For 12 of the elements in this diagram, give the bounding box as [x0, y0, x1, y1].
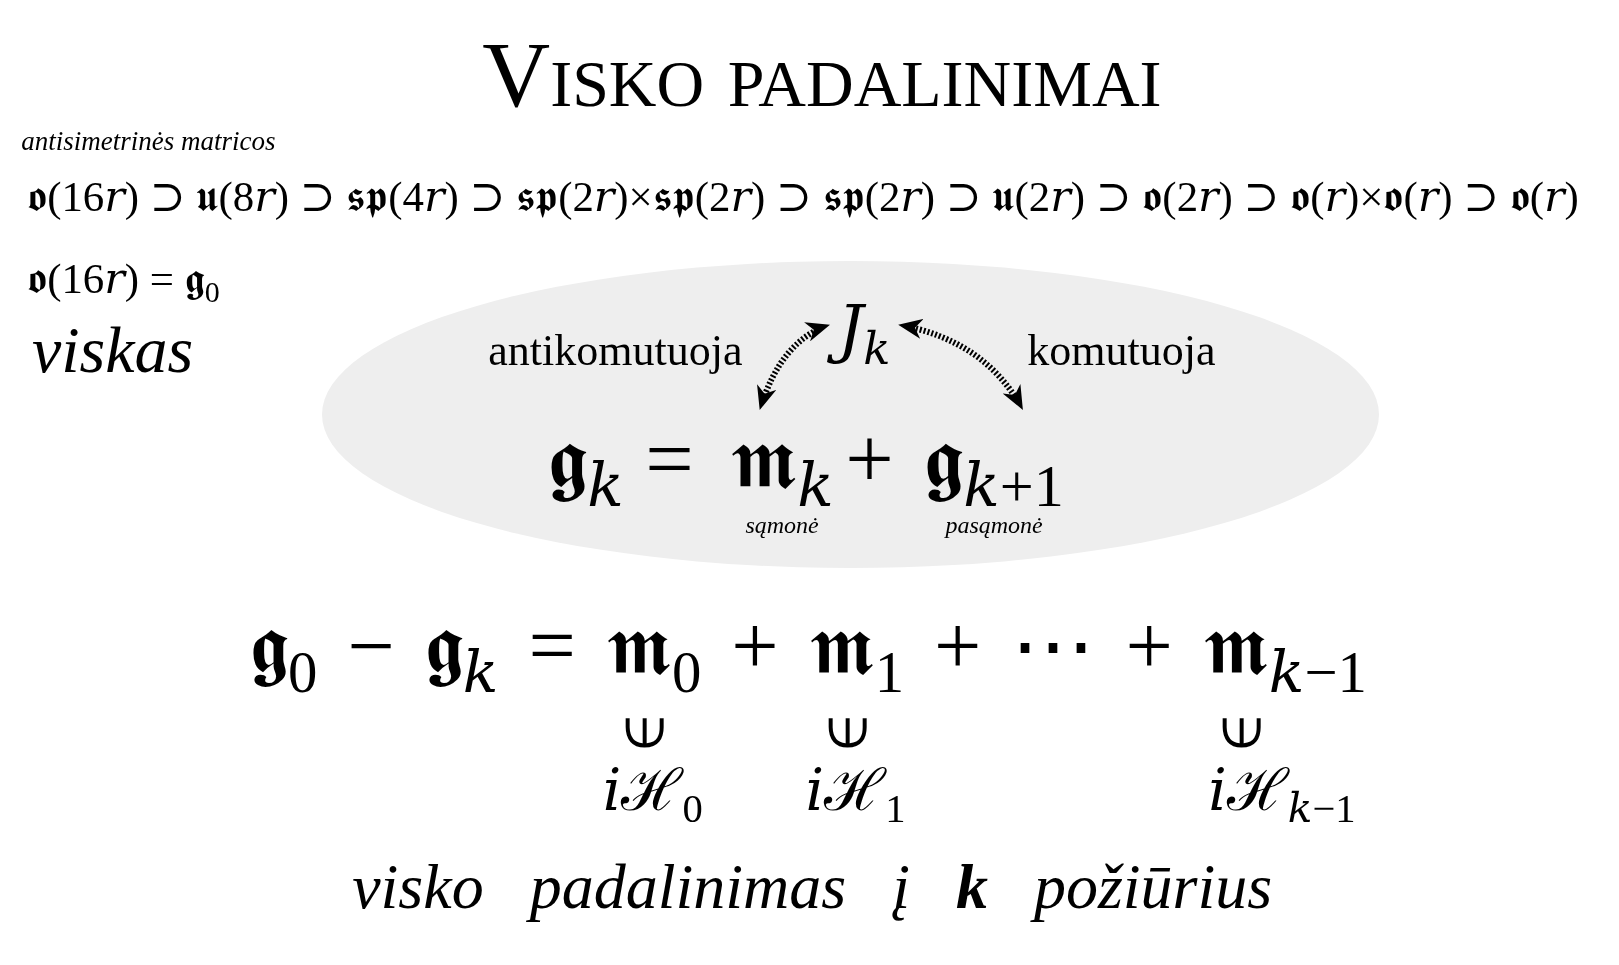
- formula: 𝖔(16𝑟) = 𝖌$_{0}$: [26, 254, 221, 307]
- formula: 𝖌$_{𝑘}$ =: [547, 410, 695, 517]
- plus-sign: +: [844, 410, 895, 509]
- edge-label: antikomutuoja: [487, 326, 744, 377]
- term-label: viskas: [30, 312, 195, 388]
- annotation-text: antisimetrinės matricos: [20, 126, 277, 158]
- double-arrow: [756, 321, 832, 411]
- edge-label: komutuoja: [1026, 326, 1217, 377]
- formula: 𝖔(16𝑟) ⊃ 𝖚(8𝑟) ⊃ 𝖘𝖕(4𝑟) ⊃ 𝖘𝖕(2𝑟)×𝖘𝖕(2𝑟) ⊃ 𝖘𝖕(2𝑟) ⊃ 𝖚(2𝑟) ⊃ 𝖔(2𝑟) ⊃ 𝖔(𝑟)×𝖔(𝑟) ⊃ 𝖔(𝑟): [26, 172, 1580, 222]
- double-arrow: [897, 319, 1026, 412]
- caption-text: visko padalinimas į k požiūrius: [351, 850, 1274, 924]
- title: Visko padalinimai: [481, 21, 1163, 128]
